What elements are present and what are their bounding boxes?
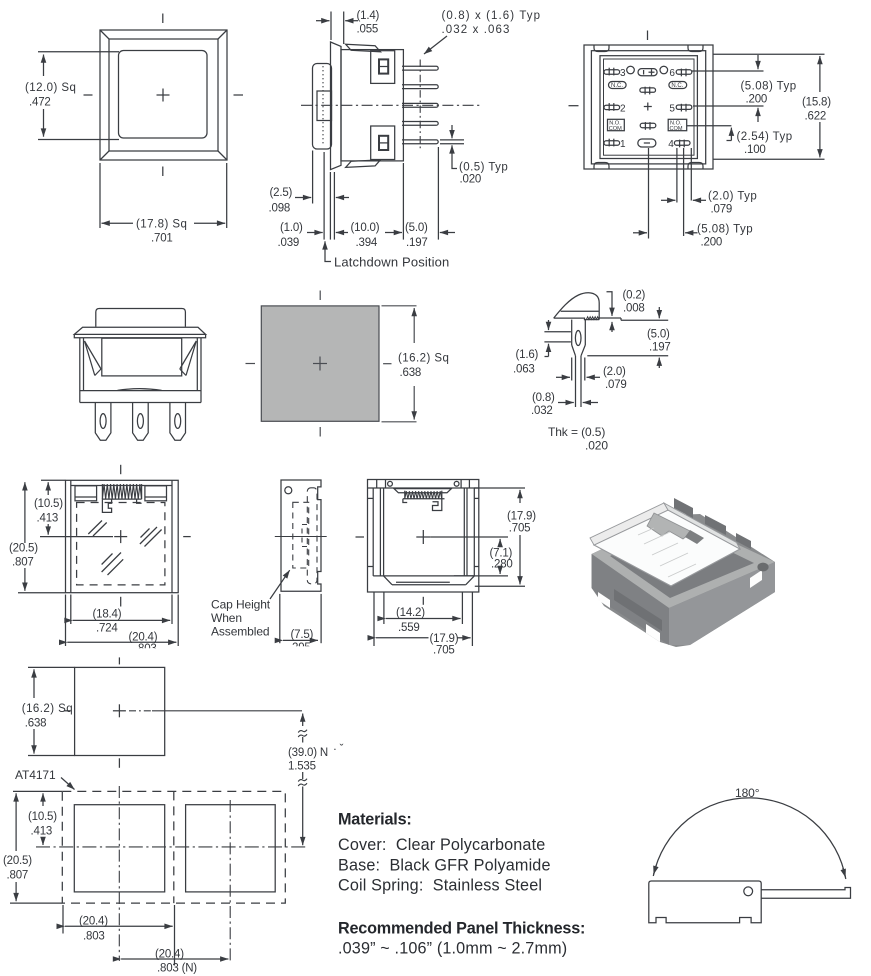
- svg-text:.100: .100: [744, 144, 766, 156]
- svg-text:Coil Spring: Stainless Steel: Coil Spring: Stainless Steel: [338, 877, 542, 895]
- svg-text:(20.4): (20.4): [129, 631, 158, 643]
- svg-text:(17.8) Sq: (17.8) Sq: [136, 219, 187, 231]
- svg-text:.039” ~ .106” (1.0mm ~ 2.7mm): .039” ~ .106” (1.0mm ~ 2.7mm): [338, 940, 567, 958]
- svg-text:.622: .622: [805, 111, 827, 123]
- svg-text:.638: .638: [400, 367, 422, 379]
- svg-text:.098: .098: [269, 203, 291, 215]
- svg-text:.807: .807: [12, 557, 34, 569]
- svg-text:Latchdown Position: Latchdown Position: [334, 255, 449, 270]
- svg-text:.197: .197: [649, 342, 671, 354]
- svg-text:.807: .807: [7, 870, 29, 882]
- svg-text:3: 3: [620, 68, 626, 79]
- svg-text:(5.08) Typ: (5.08) Typ: [741, 81, 797, 93]
- svg-text:(20.5): (20.5): [3, 855, 32, 867]
- svg-text:.701: .701: [151, 233, 173, 245]
- svg-text:.559: .559: [398, 622, 420, 634]
- svg-text:(0.8): (0.8): [532, 392, 555, 404]
- svg-text:.079: .079: [605, 379, 627, 391]
- svg-text:N.C.: N.C.: [671, 83, 683, 89]
- svg-text:(20.4): (20.4): [155, 948, 184, 960]
- svg-text:When: When: [211, 611, 242, 625]
- svg-text:(2.0) Typ: (2.0) Typ: [708, 191, 757, 203]
- svg-text:COM: COM: [670, 126, 683, 132]
- svg-text:.705: .705: [509, 523, 531, 535]
- svg-text:(7.1): (7.1): [490, 547, 513, 559]
- svg-text:(12.0) Sq: (12.0) Sq: [25, 82, 76, 94]
- svg-text:N.O.: N.O.: [609, 121, 621, 127]
- svg-text:Thk = (0.5): Thk = (0.5): [548, 425, 605, 439]
- svg-text:(5.08) Typ: (5.08) Typ: [697, 223, 753, 235]
- svg-text:.039: .039: [278, 237, 300, 249]
- svg-text:.020: .020: [585, 439, 608, 453]
- svg-text:(17.9): (17.9): [430, 633, 459, 645]
- svg-text:(20.5): (20.5): [9, 543, 38, 555]
- svg-text:(2.54) Typ: (2.54) Typ: [737, 131, 793, 143]
- svg-text:(16.2) Sq: (16.2) Sq: [398, 353, 449, 365]
- svg-text:Materials:: Materials:: [338, 811, 412, 829]
- svg-text:.394: .394: [356, 237, 378, 249]
- svg-text:(14.2): (14.2): [396, 607, 425, 619]
- svg-text:(1.6): (1.6): [516, 349, 539, 361]
- svg-text:.008: .008: [623, 303, 645, 315]
- svg-text:.200: .200: [701, 237, 723, 249]
- svg-text:· ˇ: · ˇ: [333, 744, 344, 756]
- svg-text:.197: .197: [406, 237, 428, 249]
- svg-text:(39.0) N: (39.0) N: [288, 747, 328, 759]
- svg-text:180°: 180°: [735, 786, 760, 800]
- svg-text:.413: .413: [37, 513, 59, 525]
- svg-text:6: 6: [669, 68, 675, 79]
- svg-text:(0.8) x (1.6) Typ: (0.8) x (1.6) Typ: [442, 10, 542, 22]
- svg-text:(1.4): (1.4): [357, 10, 380, 22]
- svg-text:(2.0): (2.0): [603, 366, 626, 378]
- svg-text:.803: .803: [135, 643, 157, 655]
- svg-text:(5.0): (5.0): [647, 329, 670, 341]
- svg-text:Cap Height: Cap Height: [211, 598, 271, 612]
- svg-text:.032 x .063: .032 x .063: [442, 24, 511, 36]
- svg-text:.413: .413: [31, 826, 53, 838]
- svg-text:2: 2: [620, 104, 626, 115]
- svg-text:4: 4: [668, 139, 674, 150]
- svg-text:.280: .280: [491, 559, 513, 571]
- svg-text:Assembled: Assembled: [211, 625, 269, 639]
- svg-text:N.C.: N.C.: [611, 83, 623, 89]
- svg-text:(2.5): (2.5): [270, 187, 293, 199]
- svg-text:AT4171: AT4171: [15, 768, 56, 782]
- svg-text:(16.2) Sq: (16.2) Sq: [22, 703, 73, 715]
- svg-text:(0.2): (0.2): [623, 290, 646, 302]
- svg-text:.055: .055: [357, 24, 379, 36]
- svg-text:.472: .472: [29, 97, 51, 109]
- svg-text:.200: .200: [746, 94, 768, 106]
- svg-text:COM: COM: [609, 126, 622, 132]
- svg-text:1.535: 1.535: [288, 761, 316, 773]
- svg-text:.020: .020: [460, 174, 482, 186]
- svg-text:Base: Black GFR Polyamide: Base: Black GFR Polyamide: [338, 857, 551, 875]
- svg-text:N.O.: N.O.: [670, 121, 682, 127]
- svg-text:5: 5: [669, 104, 675, 115]
- svg-text:.803: .803: [83, 931, 105, 943]
- svg-text:(5.0): (5.0): [405, 222, 428, 234]
- svg-text:(7.5): (7.5): [291, 629, 314, 641]
- svg-text:.705: .705: [433, 645, 455, 657]
- svg-text:(10.5): (10.5): [28, 811, 57, 823]
- svg-text:(15.8): (15.8): [802, 97, 831, 109]
- svg-text:.079: .079: [711, 204, 733, 216]
- svg-text:.803 (N): .803 (N): [157, 963, 197, 975]
- svg-text:(18.4): (18.4): [93, 609, 122, 621]
- svg-text:(10.0): (10.0): [351, 222, 380, 234]
- svg-text:.638: .638: [25, 718, 47, 730]
- svg-text:(20.4): (20.4): [79, 916, 108, 928]
- svg-text:Cover: Clear Polycarbonate: Cover: Clear Polycarbonate: [338, 836, 545, 854]
- svg-text:.295: .295: [289, 642, 311, 654]
- svg-text:.063: .063: [513, 364, 535, 376]
- svg-text:(10.5): (10.5): [34, 498, 63, 510]
- svg-text:(0.5) Typ: (0.5) Typ: [459, 162, 508, 174]
- svg-text:1: 1: [620, 139, 626, 150]
- svg-text:(1.0): (1.0): [280, 222, 303, 234]
- svg-text:Recommended Panel Thickness:: Recommended Panel Thickness:: [338, 920, 585, 938]
- svg-text:(17.9): (17.9): [507, 511, 536, 523]
- svg-text:.032: .032: [531, 405, 553, 417]
- svg-text:.724: .724: [96, 623, 118, 635]
